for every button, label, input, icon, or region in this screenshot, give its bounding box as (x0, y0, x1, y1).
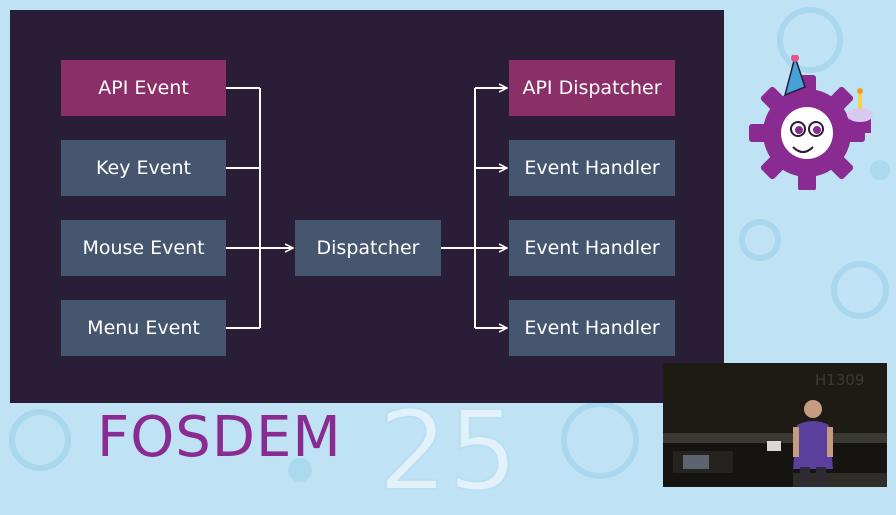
fosdem-logo-text: FOSDEM (97, 405, 342, 470)
room-label-text: H1309 (815, 371, 865, 389)
input-node-key-event: Key Event (61, 140, 226, 196)
speaker-camera-inset: H1309 (663, 363, 887, 487)
input-node-api-event: API Event (61, 60, 226, 116)
slide: API Event Key Event Mouse Event Menu Eve… (10, 10, 724, 403)
output-node-api-dispatcher: API Dispatcher (509, 60, 675, 116)
output-node-event-handler-3: Event Handler (509, 300, 675, 356)
output-node-event-handler-1: Event Handler (509, 140, 675, 196)
fosdem-year-text: 25 (377, 387, 519, 515)
input-node-menu-event: Menu Event (61, 300, 226, 356)
connector-lines (226, 10, 724, 403)
lecture-room-scene (663, 363, 887, 487)
fosdem-mascot-gear-icon (749, 55, 873, 190)
output-node-event-handler-2: Event Handler (509, 220, 675, 276)
background-gears-decoration (9, 7, 890, 482)
dispatcher-node: Dispatcher (295, 220, 441, 276)
input-node-mouse-event: Mouse Event (61, 220, 226, 276)
